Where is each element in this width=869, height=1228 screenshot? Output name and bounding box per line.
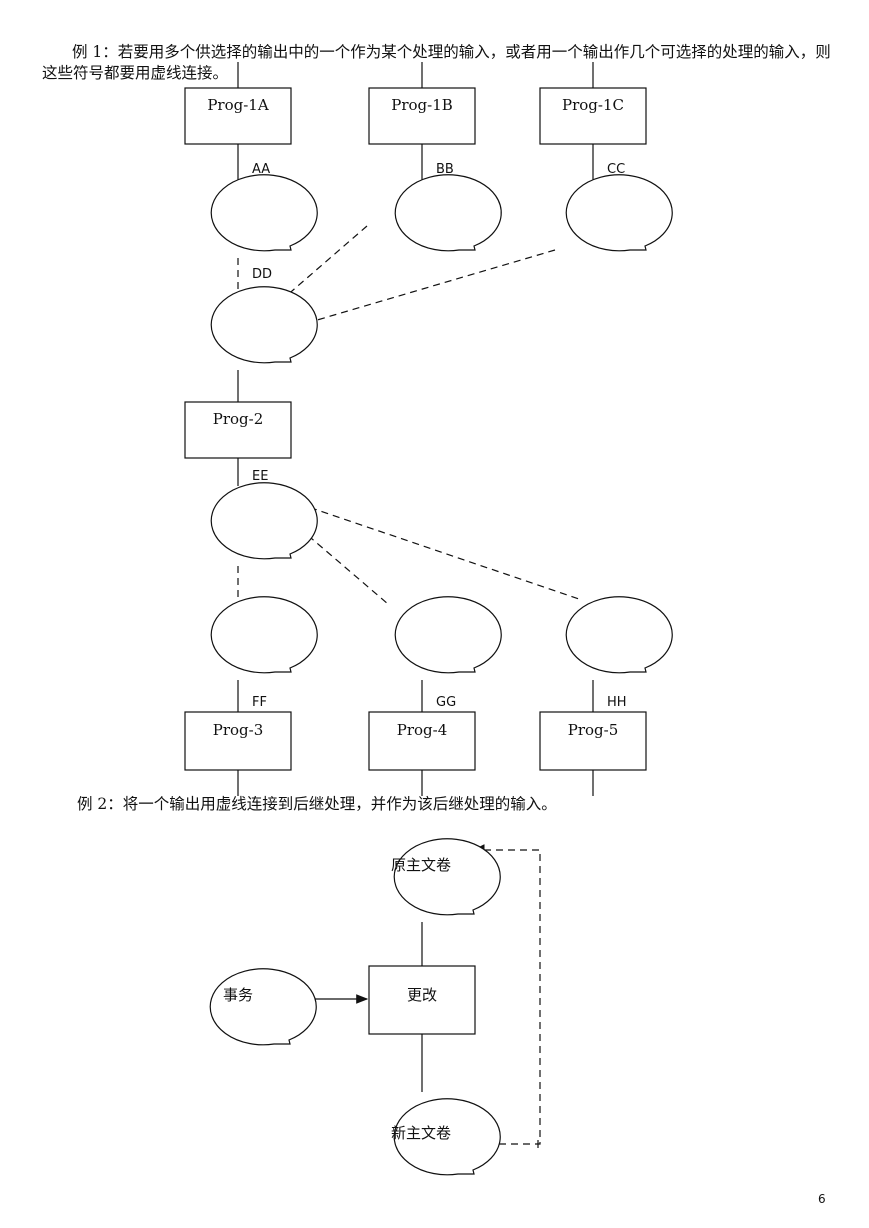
process-prog-5: Prog-5: [539, 711, 647, 771]
process-prog-1c: Prog-1C: [539, 87, 647, 145]
example-2-text: 例 2：将一个输出用虚线连接到后继处理，并作为该后继处理的输入。: [77, 795, 557, 813]
process-prog-5-label: Prog-5: [568, 721, 619, 739]
storage-cc-label: CC: [607, 162, 625, 177]
storage-gg-label: GG: [436, 695, 456, 710]
storage-dd-symbol: [210, 286, 318, 364]
storage-ff-label: FF: [252, 695, 267, 710]
storage-ff-symbol: [210, 596, 318, 674]
page-number: 6: [818, 1192, 826, 1206]
process-prog-2-label: Prog-2: [213, 410, 264, 428]
process-prog-1c-label: Prog-1C: [562, 96, 624, 114]
storage-aa-label: AA: [252, 162, 270, 177]
storage-ee-label: EE: [252, 469, 268, 484]
update-label: 更改: [407, 986, 437, 1004]
update-process: 更改: [368, 965, 476, 1035]
storage-aa-symbol: [210, 174, 318, 252]
process-prog-4-label: Prog-4: [397, 721, 448, 739]
old-master-file-label: 原主文卷: [391, 856, 451, 874]
storage-cc-symbol: [565, 174, 673, 252]
storage-hh-label: HH: [607, 695, 627, 710]
storage-hh-symbol: [565, 596, 673, 674]
transaction-symbol: [209, 968, 317, 1046]
process-prog-4: Prog-4: [368, 711, 476, 771]
process-prog-1a-label: Prog-1A: [207, 96, 269, 114]
example-1-text: 例 1：若要用多个供选择的输出中的一个作为某个处理的输入，或者用一个输出作几个可…: [42, 43, 831, 82]
storage-bb-label: BB: [436, 162, 454, 177]
process-prog-3-label: Prog-3: [213, 721, 264, 739]
transaction-label: 事务: [223, 986, 253, 1004]
new-master-file-label: 新主文卷: [391, 1124, 451, 1142]
process-prog-1a: Prog-1A: [184, 87, 292, 145]
new-master-file-symbol: [393, 1098, 501, 1176]
old-master-file-symbol: [393, 838, 501, 916]
process-prog-1b-label: Prog-1B: [391, 96, 453, 114]
process-prog-2: Prog-2: [184, 401, 292, 459]
storage-bb-symbol: [394, 174, 502, 252]
storage-ee-symbol: [210, 482, 318, 560]
storage-gg-symbol: [394, 596, 502, 674]
process-prog-3: Prog-3: [184, 711, 292, 771]
process-prog-1b: Prog-1B: [368, 87, 476, 145]
storage-dd-label: DD: [252, 267, 272, 282]
